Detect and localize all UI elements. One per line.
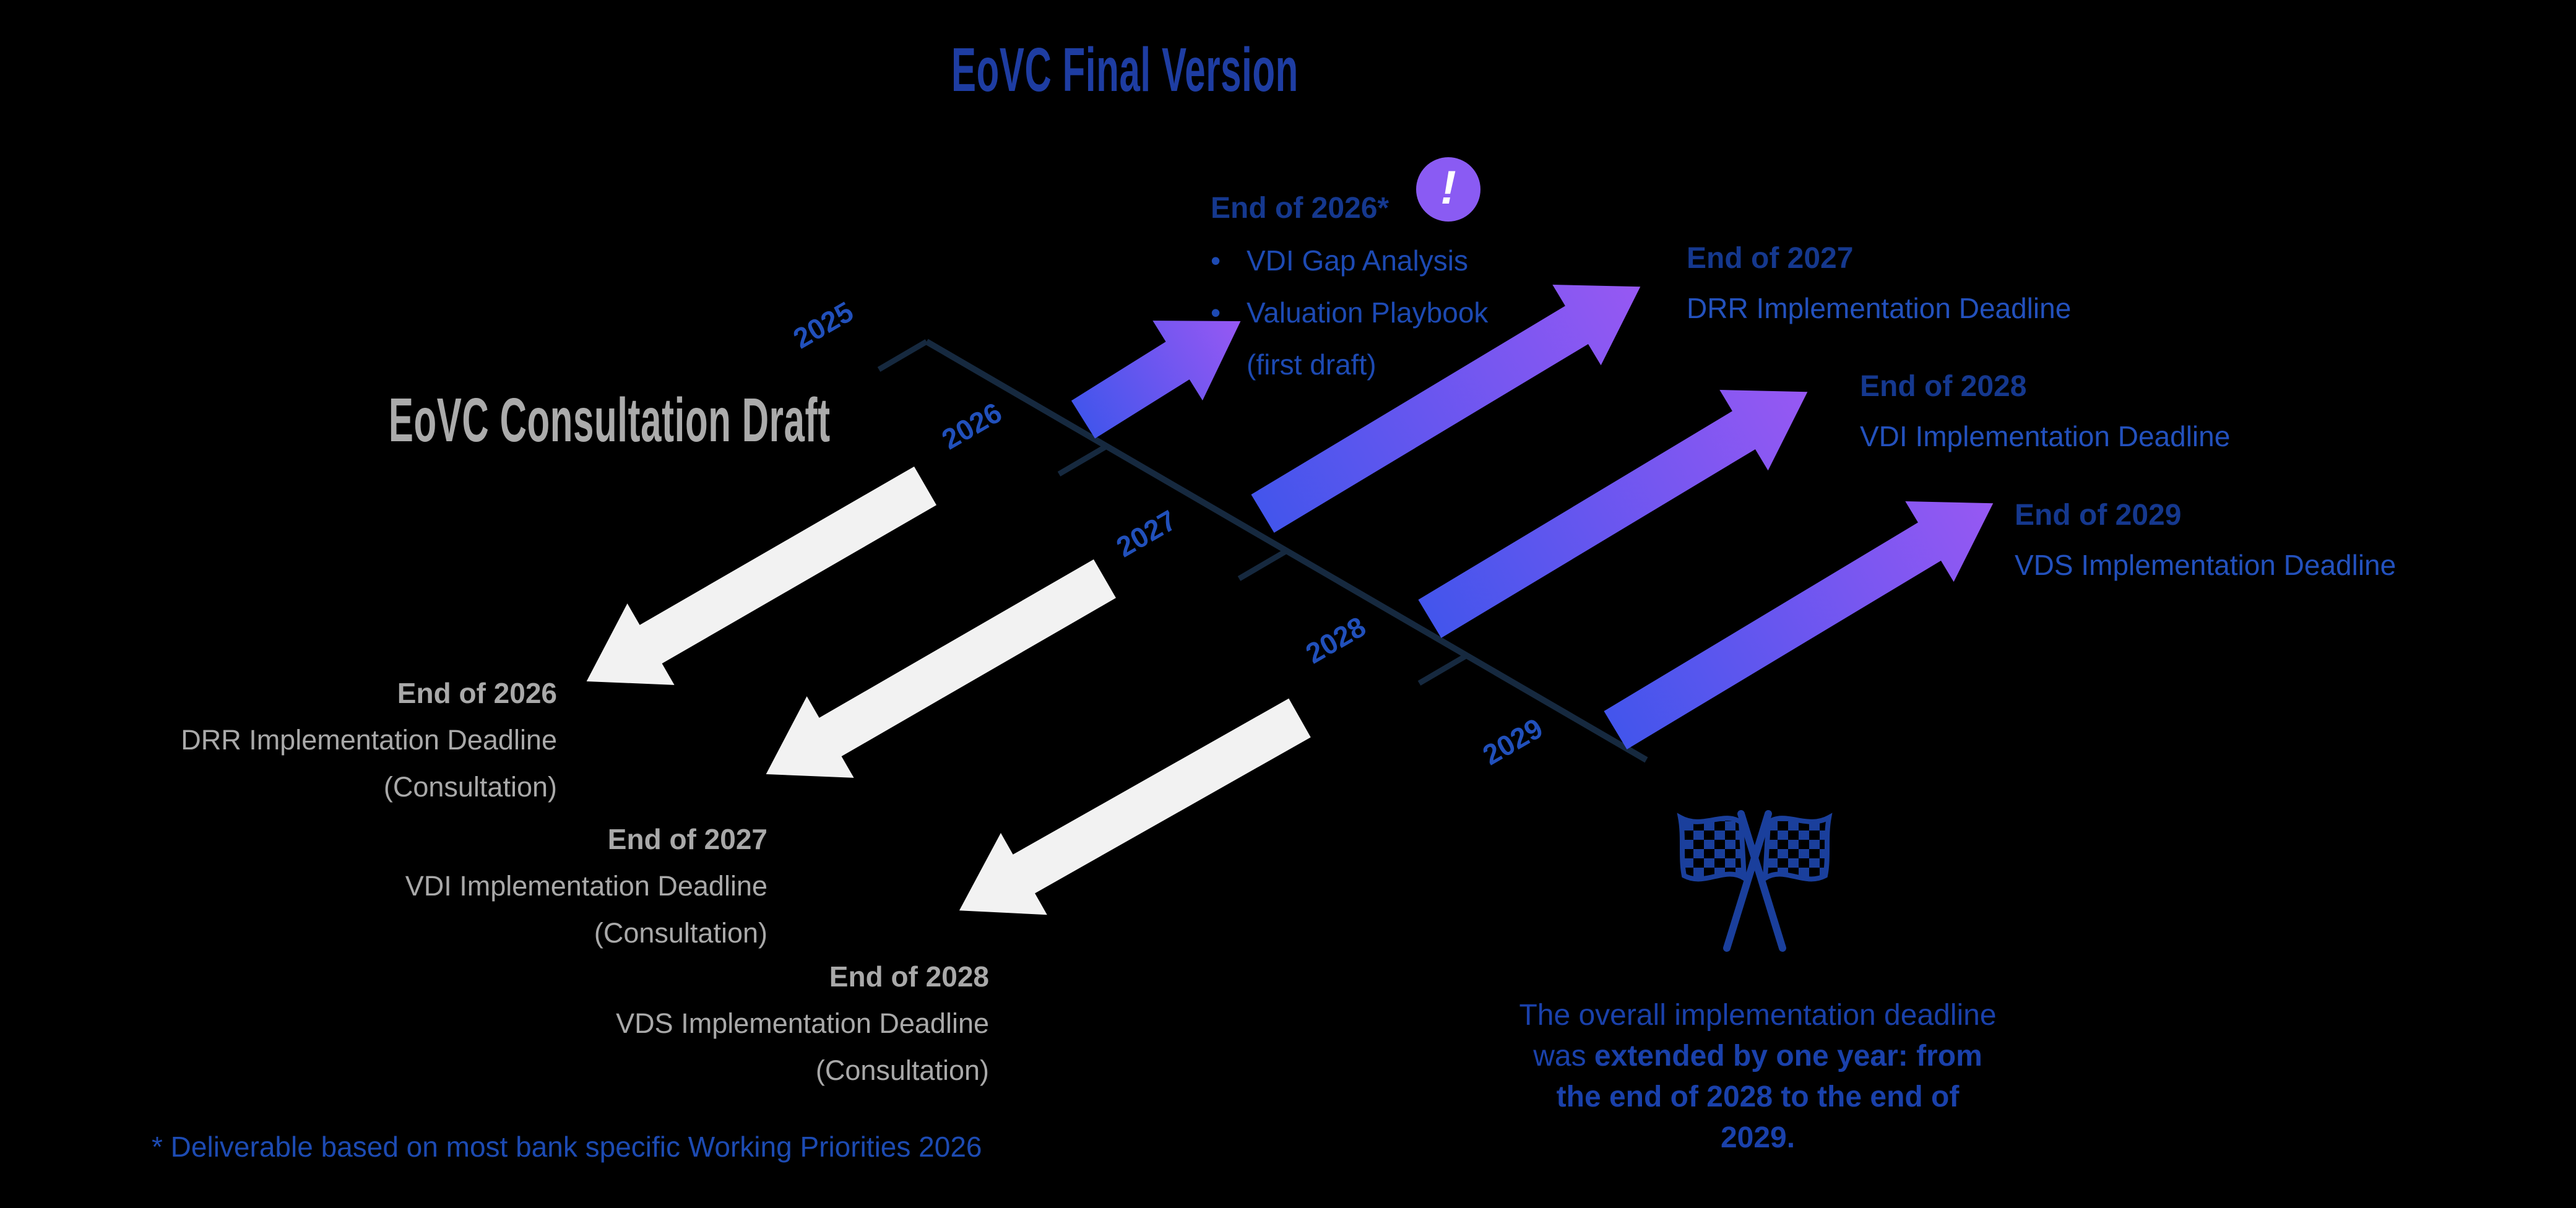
milestone-2026-heading: End of 2026* [1211,192,1390,225]
deadline-heading: End of 2027 [607,823,767,855]
arrow-final-2029 [1604,501,1994,749]
final-deadline-2027: End of 2027 DRR Implementation Deadline [1687,234,2071,333]
deadline-heading: End of 2027 [1687,242,1854,275]
consultation-deadline-2027: End of 2027 VDI Implementation Deadline … [371,816,767,957]
footnote: * Deliverable based on most bank specifi… [152,1131,982,1163]
exclamation-glyph: ! [1440,161,1456,214]
extension-text-bold: extended by one year: from [1594,1040,1982,1072]
deadline-text: DRR Implementation Deadline [1687,292,2072,324]
finish-flags-icon [1677,810,1833,952]
deadline-text: DRR Implementation Deadline [181,724,557,756]
exclamation-icon: ! [1416,157,1480,222]
bullet-icon: • [1211,296,1221,329]
checkered-flag-right [1762,813,1833,883]
checkered-flag-left [1677,813,1747,883]
extension-text-bold: 2029. [1720,1121,1796,1154]
deadline-text: VDS Implementation Deadline [616,1007,989,1039]
milestone-2026-block: End of 2026* • VDI Gap Analysis • Valuat… [1211,183,1681,390]
timeline-tick [877,339,928,372]
final-version-title: EoVC Final Version [836,35,1399,106]
arrow-consultation-2027 [766,559,1116,778]
deadline-note: (Consultation) [383,771,557,803]
final-version-title-text: EoVC Final Version [951,35,1299,105]
milestone-bullet-item: • Valuation Playbook [1211,287,1681,339]
final-deadline-2028: End of 2028 VDI Implementation Deadline [1860,362,2230,461]
consultation-draft-title-text: EoVC Consultation Draft [388,386,831,455]
extension-note-line: was extended by one year: from [1417,1036,2098,1077]
milestone-item-text: (first draft) [1247,348,1377,381]
extension-note: The overall implementation deadline was … [1417,995,2098,1158]
extension-text-normal: The overall implementation deadline [1519,999,1997,1032]
timeline-ticks [877,339,1469,686]
bullet-spacer [1211,339,1247,390]
deadline-text: VDS Implementation Deadline [2015,549,2397,581]
extension-note-line: The overall implementation deadline [1417,995,2098,1036]
arrow-final-2028 [1418,389,1808,638]
extension-note-line: the end of 2028 to the end of [1417,1077,2098,1118]
milestone-item-text: Valuation Playbook [1247,296,1489,329]
deadline-text: VDI Implementation Deadline [1860,420,2231,452]
consultation-deadline-2028: End of 2028 VDS Implementation Deadline … [593,953,989,1094]
milestone-bullet-continuation: (first draft) [1211,339,1681,390]
deadline-heading: End of 2029 [2015,499,2182,532]
arrow-consultation-2026 [586,466,936,685]
deadline-note: (Consultation) [594,917,767,949]
extension-text-normal: was [1533,1040,1594,1072]
deadline-heading: End of 2028 [829,960,989,993]
arrow-consultation-2028 [959,698,1311,915]
milestone-item-text: VDI Gap Analysis [1247,244,1468,277]
deadline-note: (Consultation) [815,1055,989,1086]
timeline-tick [1237,548,1289,581]
final-deadline-2029: End of 2029 VDS Implementation Deadline [2015,491,2396,590]
consultation-deadline-2026: End of 2026 DRR Implementation Deadline … [161,670,557,811]
consultation-draft-title: EoVC Consultation Draft [241,385,830,456]
extension-note-line: 2029. [1417,1118,2098,1158]
arrow-final-2026 [1071,321,1241,439]
extension-text-bold: the end of 2028 to the end of [1556,1081,1960,1113]
milestone-bullet-item: • VDI Gap Analysis [1211,235,1681,287]
arrow-final-2027 [1251,284,1641,533]
timeline-tick [1057,444,1109,477]
timeline-tick [1417,653,1469,686]
deadline-heading: End of 2026 [397,677,557,709]
deadline-text: VDI Implementation Deadline [405,870,767,902]
deadline-heading: End of 2028 [1860,370,2027,403]
bullet-icon: • [1211,244,1221,277]
